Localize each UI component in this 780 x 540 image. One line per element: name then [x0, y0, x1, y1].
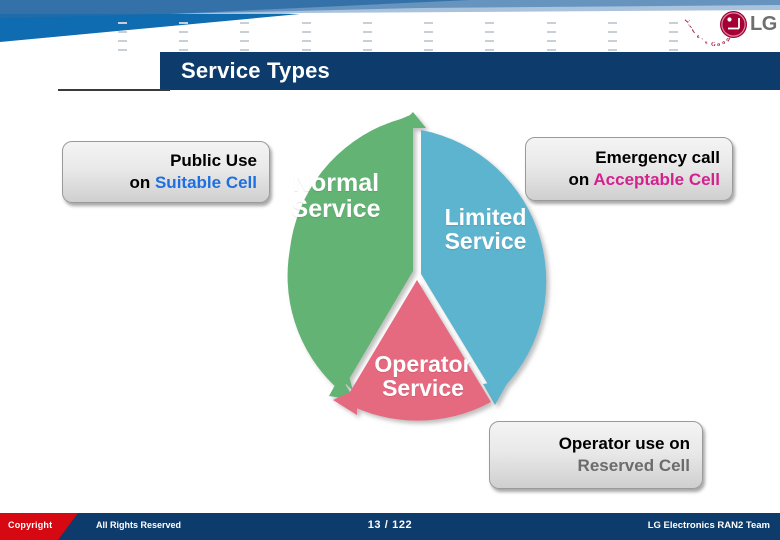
slide-title-bar: Service Types: [160, 52, 780, 90]
callout-emergency-line2: on Acceptable Cell: [526, 169, 732, 191]
callout-operator-line2: Reserved Cell: [577, 456, 690, 475]
footer-accent-shape: [0, 513, 78, 540]
cycle-segments: [287, 112, 547, 421]
callout-emergency-call: Emergency call on Acceptable Cell: [525, 137, 733, 201]
segment-operator-service: [333, 280, 491, 421]
title-underline-rule: [58, 89, 170, 91]
lg-logo: L i f e ' s G o o d LG: [684, 3, 777, 51]
callout-public-line1: Public Use: [170, 150, 257, 170]
footer-page-number: 13 / 122: [367, 519, 413, 531]
header-decoration: [0, 0, 780, 42]
callout-emergency-line1: Emergency call: [595, 147, 720, 167]
callout-operator-use: Operator use on Reserved Cell: [489, 421, 703, 489]
lg-circle-icon: [720, 11, 747, 38]
slide-footer: Copyright All Rights Reserved 13 / 122 L…: [0, 513, 780, 540]
callout-public-line2: on Suitable Cell: [63, 172, 269, 194]
callout-public-prefix: on: [129, 173, 155, 192]
segment-label-limited-service: Limited Service: [444, 204, 527, 254]
footer-rights-label: All Rights Reserved: [96, 520, 182, 530]
footer-team-label: LG Electronics RAN2 Team: [647, 520, 770, 531]
lg-face-icon: [721, 12, 746, 37]
callout-public-highlight: Suitable Cell: [154, 173, 257, 192]
segment-label-normal-service: Normal Service: [291, 169, 381, 223]
callout-emergency-highlight: Acceptable Cell: [593, 170, 720, 189]
callout-public-use: Public Use on Suitable Cell: [62, 141, 270, 203]
segment-label-operator-service: Operator Service: [374, 351, 472, 401]
segment-limited-service: [421, 130, 547, 405]
footer-copyright-label: Copyright: [8, 520, 53, 530]
page-title: Service Types: [181, 58, 330, 83]
lg-wordmark: LG: [750, 13, 777, 35]
service-types-cycle-diagram: Normal Service Limited Service Operator …: [245, 108, 590, 453]
header-ribbon-shape: [0, 0, 780, 42]
callout-emergency-prefix: on: [568, 170, 594, 189]
callout-operator-line1: Operator use on: [558, 433, 690, 453]
